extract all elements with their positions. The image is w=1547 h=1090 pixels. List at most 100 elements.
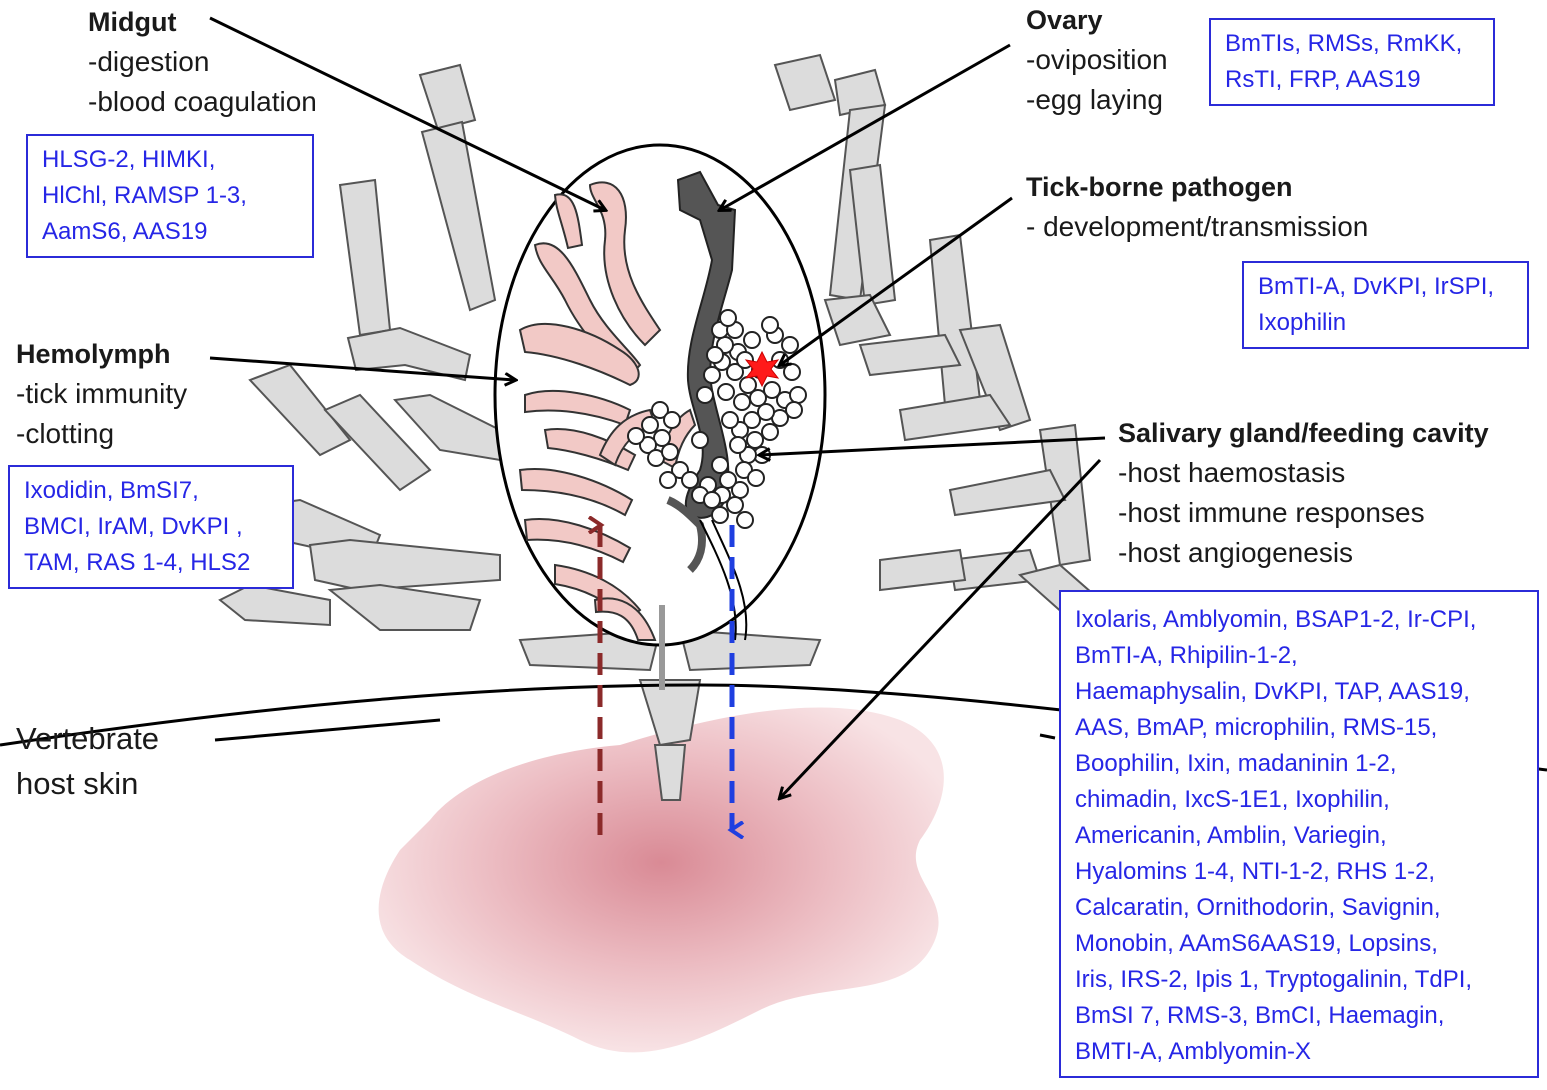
acinus-dot [783, 363, 801, 381]
inhibitor-line: BMCI, IrAM, DvKPI , [24, 513, 243, 540]
acinus-dot [733, 393, 751, 411]
acinus-dot [661, 443, 679, 461]
midgut-arrow [209, 16, 605, 210]
acinus-dot [781, 336, 799, 354]
host-skin-arrow [214, 718, 441, 742]
ovary-label: Ovary -oviposition -egg laying [1026, 0, 1168, 120]
hemolymph-line: -clotting [16, 418, 115, 449]
salivary-label: Salivary gland/feeding cavity -host haem… [1118, 413, 1489, 573]
acinus-dot [696, 386, 714, 404]
acinus-dot [703, 366, 721, 384]
inhibitor-line: Calcaratin, Ornithodorin, Savignin, [1075, 894, 1441, 921]
acinus-dot [711, 506, 729, 524]
acinus-dot [651, 401, 669, 419]
acinus-dot [749, 389, 767, 407]
inhibitor-line: Ixolaris, Amblyomin, BSAP1-2, Ir-CPI, [1075, 606, 1477, 633]
host-skin-line: host skin [16, 766, 139, 801]
hemolymph-label: Hemolymph -tick immunity -clotting [16, 334, 187, 454]
acinus-dot [627, 427, 645, 445]
acinus-dot [726, 363, 744, 381]
salivary-line: -host immune responses [1118, 497, 1425, 528]
inhibitor-line: AAS, BmAP, microphilin, RMS-15, [1075, 714, 1438, 741]
acinus-dot [746, 431, 764, 449]
acinus-dot [706, 346, 724, 364]
acinus-dot [681, 471, 699, 489]
salivary-line: -host haemostasis [1118, 457, 1346, 488]
midgut-line: -digestion [88, 46, 210, 77]
inhibitor-line: chimadin, IxcS-1E1, Ixophilin, [1075, 786, 1390, 813]
acinus-dot [729, 436, 747, 454]
acinus-dot [717, 383, 735, 401]
ovary-line: -oviposition [1026, 44, 1168, 75]
gut-diverticula [518, 181, 697, 641]
acinus-dot [736, 511, 754, 529]
acinus-dot [743, 331, 761, 349]
hemolymph-arrow [209, 356, 515, 380]
acinus-dot [719, 471, 737, 489]
acinus-dot [761, 316, 779, 334]
ovary-inhibitor-box: BmTIs, RMSs, RmKK, RsTI, FRP, AAS19 [1209, 18, 1495, 106]
pathogen-line: - development/transmission [1026, 211, 1369, 242]
inhibitor-line: HLSG-2, HIMKI, [42, 146, 216, 173]
salivary-arrow [760, 436, 1106, 455]
acinus-dot [757, 403, 775, 421]
midgut-label: Midgut -digestion -blood coagulation [88, 2, 317, 122]
acinus-dot [785, 401, 803, 419]
acinus-dot [763, 381, 781, 399]
salivary-title: Salivary gland/feeding cavity [1118, 418, 1489, 448]
ovary-line: -egg laying [1026, 84, 1163, 115]
host-skin-label: Vertebrate host skin [16, 716, 159, 806]
inhibitor-line: BmSI 7, RMS-3, BmCI, Haemagin, [1075, 1002, 1445, 1029]
ovary-arrow [720, 43, 1011, 210]
acinus-dot [789, 386, 807, 404]
inhibitor-line: AamS6, AAS19 [42, 218, 208, 245]
acinus-dot [641, 416, 659, 434]
acinus-dot [719, 309, 737, 327]
inhibitor-line: HlChl, RAMSP 1-3, [42, 182, 247, 209]
acinus-dot [743, 411, 761, 429]
hemolymph-title: Hemolymph [16, 339, 171, 369]
acinus-dot [726, 496, 744, 514]
inhibitor-line: Ixophilin [1258, 309, 1347, 336]
midgut-line: -blood coagulation [88, 86, 317, 117]
inhibitor-line: BmTI-A, DvKPI, IrSPI, [1258, 273, 1495, 300]
inhibitor-line: Monobin, AAmS6AAS19, Lopsins, [1075, 930, 1438, 957]
salivary-line: -host angiogenesis [1118, 537, 1354, 568]
midgut-title: Midgut [88, 7, 177, 37]
midgut-inhibitor-box: HLSG-2, HIMKI, HlChl, RAMSP 1-3, AamS6, … [26, 134, 314, 258]
inhibitor-line: Hyalomins 1-4, NTI-1-2, RHS 1-2, [1075, 858, 1436, 885]
inhibitor-line: Americanin, Amblin, Variegin, [1075, 822, 1387, 849]
inhibitor-line: RsTI, FRP, AAS19 [1225, 66, 1421, 93]
host-skin-line: Vertebrate [16, 721, 160, 756]
inhibitor-line: BmTIs, RMSs, RmKK, [1225, 30, 1463, 57]
inhibitor-line: BMTI-A, Amblyomin-X [1075, 1038, 1312, 1065]
acinus-dot [663, 411, 681, 429]
acinus-dot [653, 429, 671, 447]
acinus-dot [691, 431, 709, 449]
feeding-cavity-arrow [780, 458, 1102, 798]
pathogen-label: Tick-borne pathogen - development/transm… [1026, 167, 1368, 247]
acinus-dot [703, 491, 721, 509]
inhibitor-line: Boophilin, Ixin, madaninin 1-2, [1075, 750, 1397, 777]
ovary-title: Ovary [1026, 5, 1103, 35]
acinus-dot [711, 456, 729, 474]
host-skin-arrow-right [1039, 733, 1056, 740]
inhibitor-line: TAM, RAS 1-4, HLS2 [24, 549, 251, 576]
hemolymph-inhibitor-box: Ixodidin, BmSI7, BMCI, IrAM, DvKPI , TAM… [8, 465, 294, 589]
inhibitor-line: Ixodidin, BmSI7, [24, 477, 199, 504]
salivary-inhibitor-box: Ixolaris, Amblyomin, BSAP1-2, Ir-CPI, Bm… [1059, 590, 1539, 1078]
acinus-dot [639, 436, 657, 454]
acinus-dot [761, 423, 779, 441]
pathogen-title: Tick-borne pathogen [1026, 172, 1293, 202]
acinus-dot [747, 469, 765, 487]
salivary-acini [627, 309, 807, 529]
pathogen-inhibitor-box: BmTI-A, DvKPI, IrSPI, Ixophilin [1242, 261, 1529, 349]
hemolymph-line: -tick immunity [16, 378, 188, 409]
acinus-dot [659, 471, 677, 489]
inhibitor-line: Iris, IRS-2, Ipis 1, Tryptogalinin, TdPI… [1075, 966, 1473, 993]
inhibitor-line: Haemaphysalin, DvKPI, TAP, AAS19, [1075, 678, 1470, 705]
acinus-dot [721, 411, 739, 429]
pathogen-arrow [780, 196, 1013, 365]
